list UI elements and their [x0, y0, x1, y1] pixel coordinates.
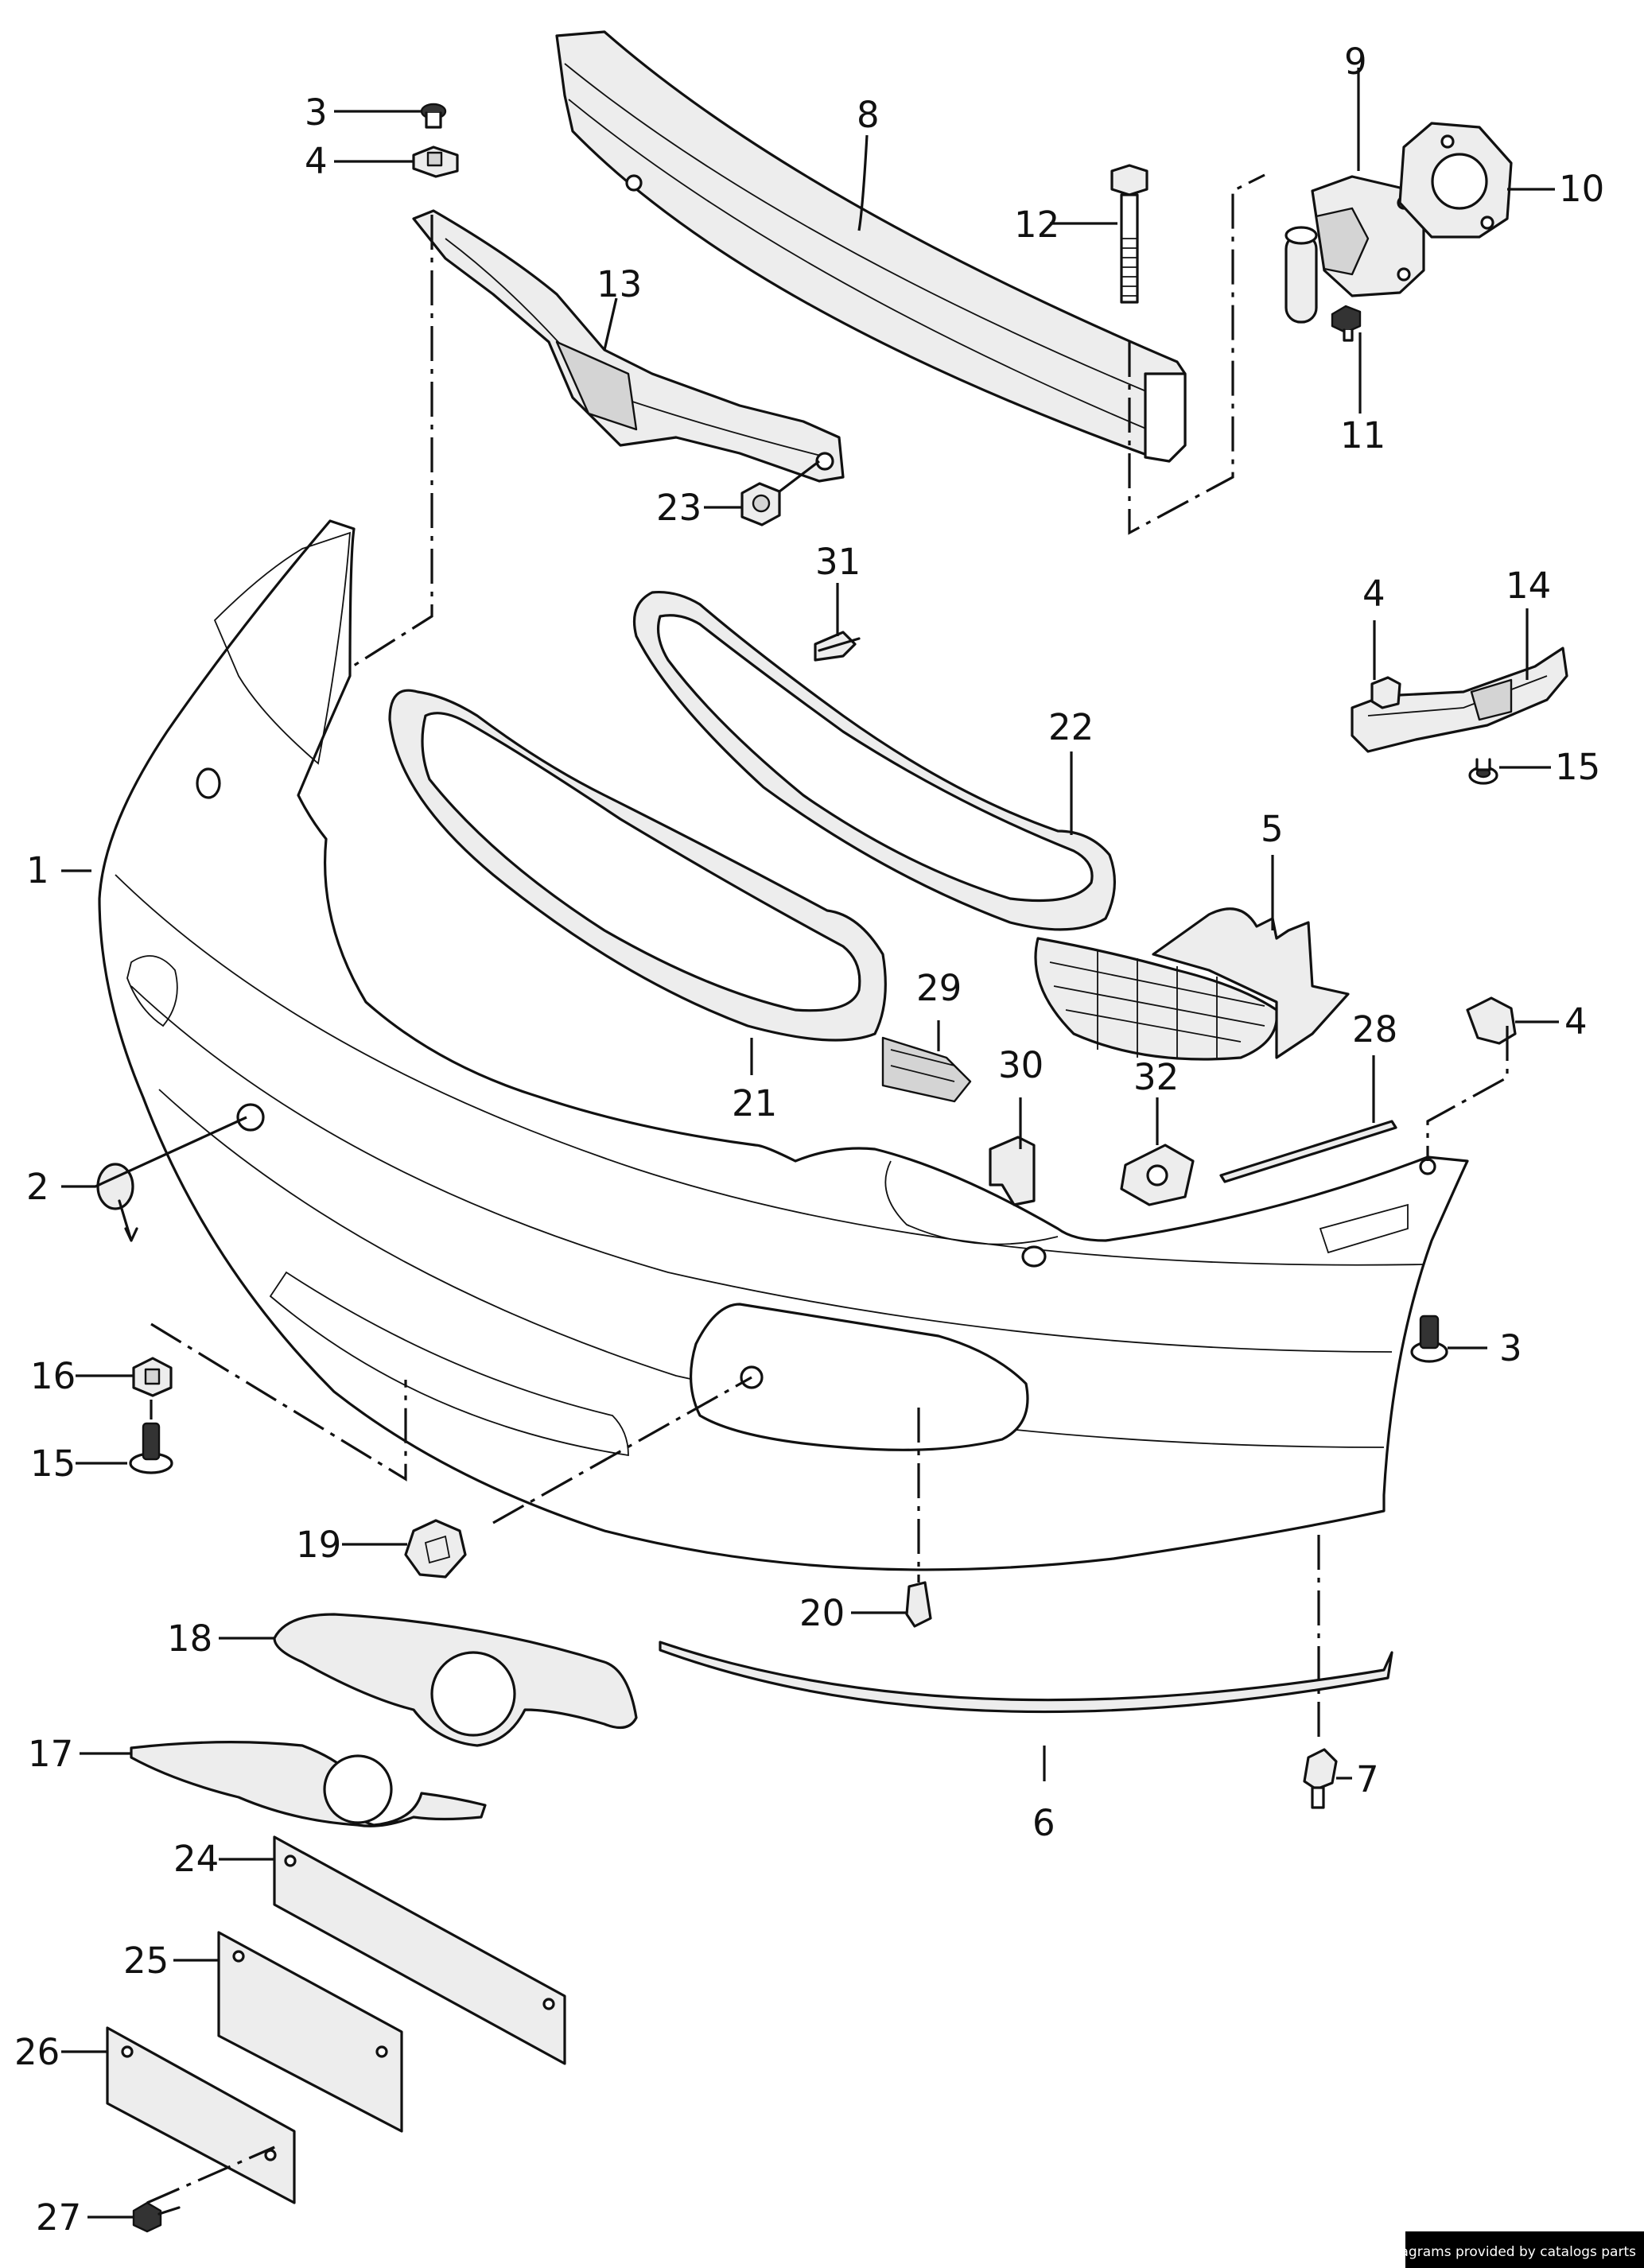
- callout-20: 20: [799, 1592, 845, 1634]
- part-31-clip-pin: [814, 631, 861, 662]
- callout-29: 29: [916, 967, 962, 1009]
- part-14-side-bracket: [1351, 647, 1568, 753]
- callout-31: 31: [815, 541, 861, 583]
- part-4-clip-right-lower: [1466, 996, 1517, 1045]
- part-3-screw-top: [420, 103, 447, 129]
- callout-8: 8: [857, 94, 880, 136]
- callout-13: 13: [597, 263, 642, 305]
- callout-6: 6: [1032, 1802, 1055, 1844]
- part-22-grille-surround: [632, 590, 1116, 931]
- callout-12: 12: [1014, 204, 1059, 246]
- part-6-lower-lip: [659, 1641, 1393, 1714]
- callout-22: 22: [1048, 706, 1094, 748]
- callout-19: 19: [296, 1524, 341, 1566]
- callout-10: 10: [1559, 168, 1604, 210]
- credit-banner: Diagrams provided by catalogs parts: [1386, 2231, 1644, 2268]
- part-21-vent-frame: [388, 689, 887, 1042]
- callout-11: 11: [1340, 414, 1386, 456]
- part-29-grille-insert: [881, 1036, 972, 1103]
- assembly-lines: [146, 173, 1509, 2204]
- part-18-upper-trim: [273, 1613, 638, 1747]
- callout-4-top: 4: [305, 140, 328, 182]
- part-10-gasket: [1398, 122, 1513, 239]
- part-5-vent-grille: [1034, 907, 1350, 1061]
- callout-30: 30: [998, 1044, 1044, 1086]
- callout-3-right: 3: [1499, 1327, 1522, 1369]
- callout-9: 9: [1344, 41, 1367, 83]
- part-25-plate: [217, 1931, 403, 2133]
- callout-17: 17: [28, 1733, 73, 1775]
- callout-15-right: 15: [1555, 746, 1600, 788]
- part-12-long-bolt: [1110, 164, 1148, 304]
- part-11-bolt: [1331, 305, 1362, 342]
- callout-1: 1: [26, 849, 49, 891]
- part-4-clip-top: [412, 146, 459, 178]
- callout-24: 24: [173, 1838, 219, 1880]
- part-27-screw: [132, 2201, 181, 2233]
- part-23-nut: [740, 482, 781, 526]
- callout-15-left: 15: [30, 1443, 76, 1485]
- part-13-mounting-bracket: [412, 209, 845, 483]
- callout-27: 27: [36, 2196, 81, 2239]
- callout-18: 18: [167, 1618, 212, 1660]
- part-17-lower-trim: [130, 1741, 487, 1827]
- credit-text: Diagrams provided by catalogs parts: [1386, 2244, 1636, 2260]
- part-3-screw-right: [1410, 1315, 1448, 1363]
- part-9-mount-bracket: [1284, 175, 1425, 324]
- callout-26: 26: [14, 2031, 60, 2073]
- callout-28: 28: [1352, 1008, 1397, 1051]
- part-24-plate: [273, 1835, 566, 2065]
- callout-14: 14: [1506, 565, 1551, 607]
- part-15-screw-right: [1468, 758, 1498, 785]
- part-1-bumper-cover: [98, 519, 1469, 1571]
- callout-4-right-upper: 4: [1362, 573, 1386, 615]
- callout-25: 25: [123, 1940, 169, 1982]
- callout-7: 7: [1356, 1758, 1379, 1800]
- callout-5: 5: [1261, 808, 1284, 850]
- callout-32: 32: [1133, 1056, 1179, 1098]
- callout-23: 23: [656, 487, 702, 529]
- callout-2: 2: [26, 1166, 49, 1208]
- part-20-clip: [905, 1581, 932, 1628]
- part-8-bumper-beam: [555, 30, 1187, 463]
- part-15-screw-left: [129, 1422, 173, 1474]
- callout-4-right-lower: 4: [1564, 1000, 1588, 1043]
- callout-16: 16: [30, 1355, 76, 1397]
- part-28-trim-strip: [1219, 1120, 1397, 1183]
- callout-labels: 1 2 3 3 4 4 4 5 6 7 8 9 10 11 12 13 14 1…: [14, 41, 1604, 2239]
- part-4-clip-right-upper: [1370, 676, 1401, 709]
- part-32-nut-clip: [1120, 1144, 1195, 1206]
- callout-21: 21: [732, 1082, 777, 1124]
- part-19-grommet: [404, 1519, 467, 1579]
- part-7-plug: [1303, 1748, 1338, 1809]
- part-16-clip: [132, 1357, 173, 1397]
- callout-3-top: 3: [305, 91, 328, 134]
- leader-lines: [61, 68, 1559, 2219]
